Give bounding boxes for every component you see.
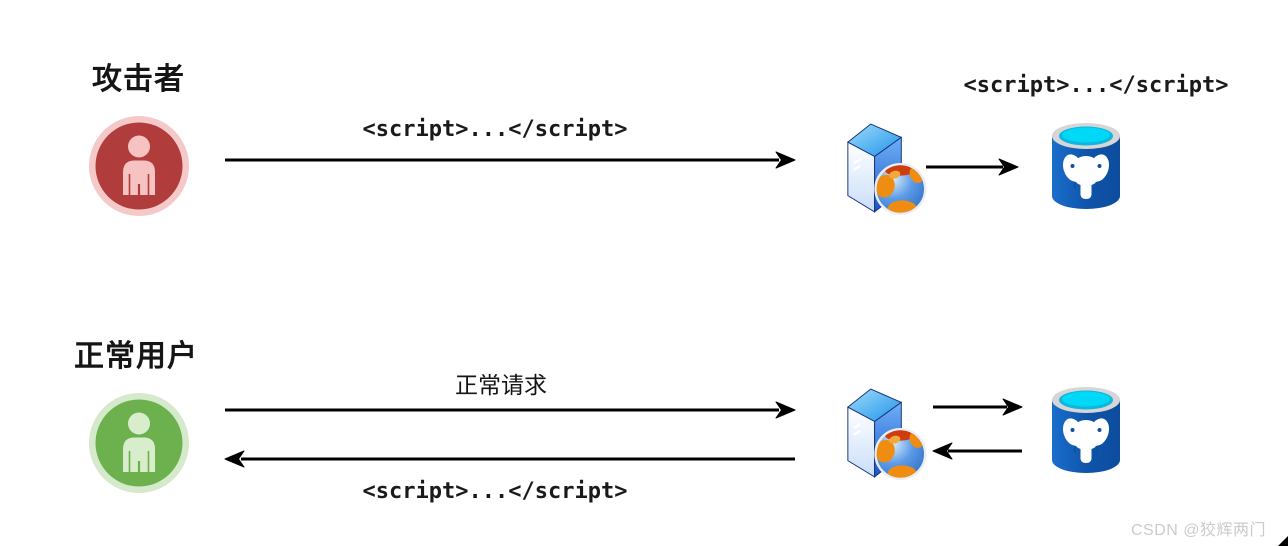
response-payload-label: <script>...</script> [362,479,628,504]
arrow-user-to-server [225,401,796,419]
postgres-elephant-logo [1062,154,1110,199]
attack-payload-label: <script>...</script> [362,117,628,142]
globe-icon [874,427,927,480]
csdn-watermark: CSDN @狡辉两门 [1131,522,1267,539]
arrow-server-to-user [224,450,795,468]
web-server-icon [845,117,929,217]
arrow-db-to-server-bottom [932,442,1022,460]
stored-payload-label: <script>...</script> [963,73,1229,98]
web-server-icon [845,382,929,482]
normal-request-label: 正常请求 [455,372,547,398]
arrow-attacker-to-server [225,151,796,169]
postgresql-database-icon [1046,120,1126,214]
postgres-elephant-logo [1062,418,1110,463]
arrow-server-to-db-bottom [933,398,1023,416]
normal-user-label: 正常用户 [74,340,198,373]
attacker-label: 攻击者 [92,63,185,96]
attacker-avatar [89,116,189,216]
person-icon [89,116,189,216]
person-icon [89,393,189,493]
normal-user-avatar [89,393,189,493]
corner-resize-mark [1278,536,1288,546]
arrow-server-to-db-top [926,158,1019,176]
postgresql-database-icon [1046,384,1126,478]
